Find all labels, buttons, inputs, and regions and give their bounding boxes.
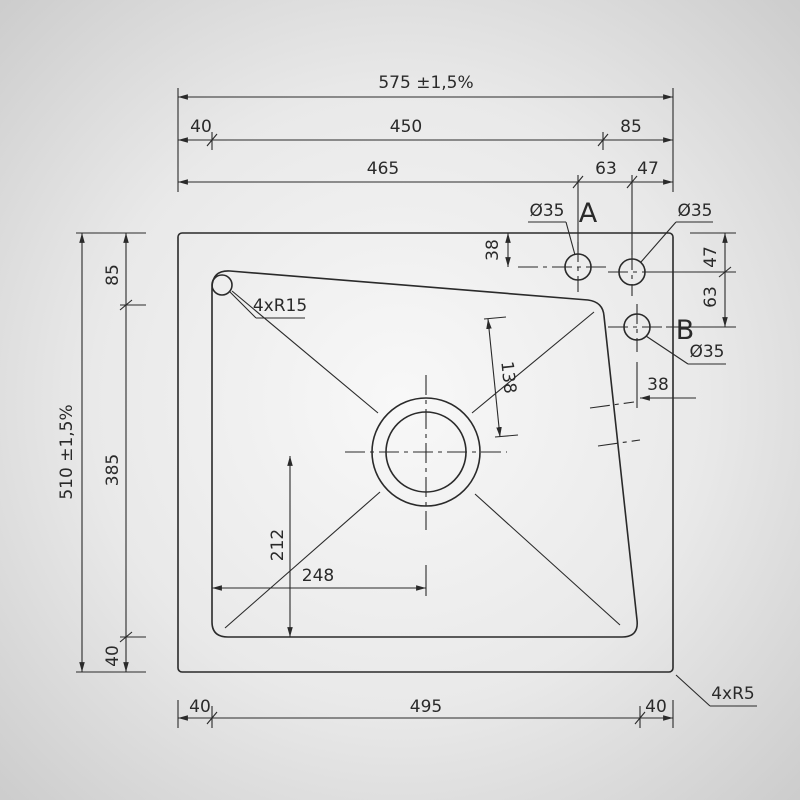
left-top-margin-label: 85 <box>103 264 123 286</box>
right-top-offset-label: 47 <box>701 246 721 268</box>
ext-line-slope-top <box>483 316 507 320</box>
inner-radius-leader <box>228 290 257 319</box>
tick-578 <box>572 175 584 189</box>
ext-line-slope-bottom <box>494 434 519 438</box>
basin-outline <box>211 270 639 638</box>
tick-bottom-212 <box>206 711 218 725</box>
top-left-margin-label: 40 <box>190 117 212 137</box>
tick-305 <box>119 299 133 311</box>
hole-dimensions: 38 47 63 38 <box>483 232 736 447</box>
tick-637 <box>119 631 133 643</box>
bottom-left-margin-label: 40 <box>189 697 211 717</box>
hole-a-top-offset-label: 38 <box>483 239 503 261</box>
outer-radius-label: 4xR5 <box>711 684 755 704</box>
left-dimensions: 510 ±1,5% 85 385 40 <box>57 232 146 673</box>
tap-holes: A Ø35 Ø35 B Ø35 <box>518 198 726 365</box>
hole-to-edge-label: 47 <box>637 159 659 179</box>
bottom-dimensions: 40 495 40 4xR5 <box>177 674 757 728</box>
hole-a-diameter-label: Ø35 <box>529 201 564 221</box>
sink-body <box>177 232 674 673</box>
corner-radius-marker <box>211 274 233 296</box>
top-dimensions: 575 ±1,5% 40 450 85 465 63 47 <box>177 73 674 255</box>
overall-width-label: 575 ±1,5% <box>378 73 473 93</box>
slope-depth-label: 138 <box>496 360 519 394</box>
hole-a-letter: A <box>579 198 598 229</box>
right-b-offset-label: 63 <box>701 286 721 308</box>
drain-from-left-label: 248 <box>302 566 334 586</box>
drain-from-bottom-label: 212 <box>268 529 288 561</box>
hole-b-letter: B <box>676 315 695 346</box>
slope-line-bottom-left <box>224 491 381 629</box>
to-hole-a-label: 465 <box>367 159 399 179</box>
slope-line-top-left <box>231 290 379 414</box>
tick-272 <box>718 266 732 278</box>
bottom-right-margin-label: 40 <box>645 697 667 717</box>
basin-dimensions: 212 248 138 4xR15 <box>212 290 520 637</box>
hole-a-leader <box>565 221 576 256</box>
basin-depth-label: 385 <box>103 454 123 486</box>
outer-rim <box>177 232 674 673</box>
tick-212 <box>206 133 218 147</box>
hole-top-right-leader <box>640 221 677 263</box>
hole-top-right-diameter-label: Ø35 <box>677 201 712 221</box>
tick-603 <box>597 133 609 147</box>
dim-line-slope-depth <box>486 318 502 438</box>
hole-b-leader <box>645 335 689 365</box>
top-right-margin-label: 85 <box>620 117 642 137</box>
inner-radius-label: 4xR15 <box>253 296 307 316</box>
ext-line-basin-edge-lower <box>597 439 641 447</box>
hole-spacing-label: 63 <box>595 159 617 179</box>
tick-632 <box>626 175 638 189</box>
tick-bottom-640 <box>634 711 646 725</box>
left-bottom-margin-label: 40 <box>103 645 123 667</box>
outer-radius-leader <box>675 674 711 707</box>
hole-b-diameter-label: Ø35 <box>689 342 724 362</box>
hole-b-side-offset-label: 38 <box>647 375 669 395</box>
ext-line-basin-edge-upper <box>589 401 635 409</box>
slope-line-bottom-right <box>474 493 621 626</box>
bottom-basin-width-label: 495 <box>410 697 442 717</box>
basin-top-width-label: 450 <box>390 117 422 137</box>
overall-depth-label: 510 ±1,5% <box>57 404 77 499</box>
